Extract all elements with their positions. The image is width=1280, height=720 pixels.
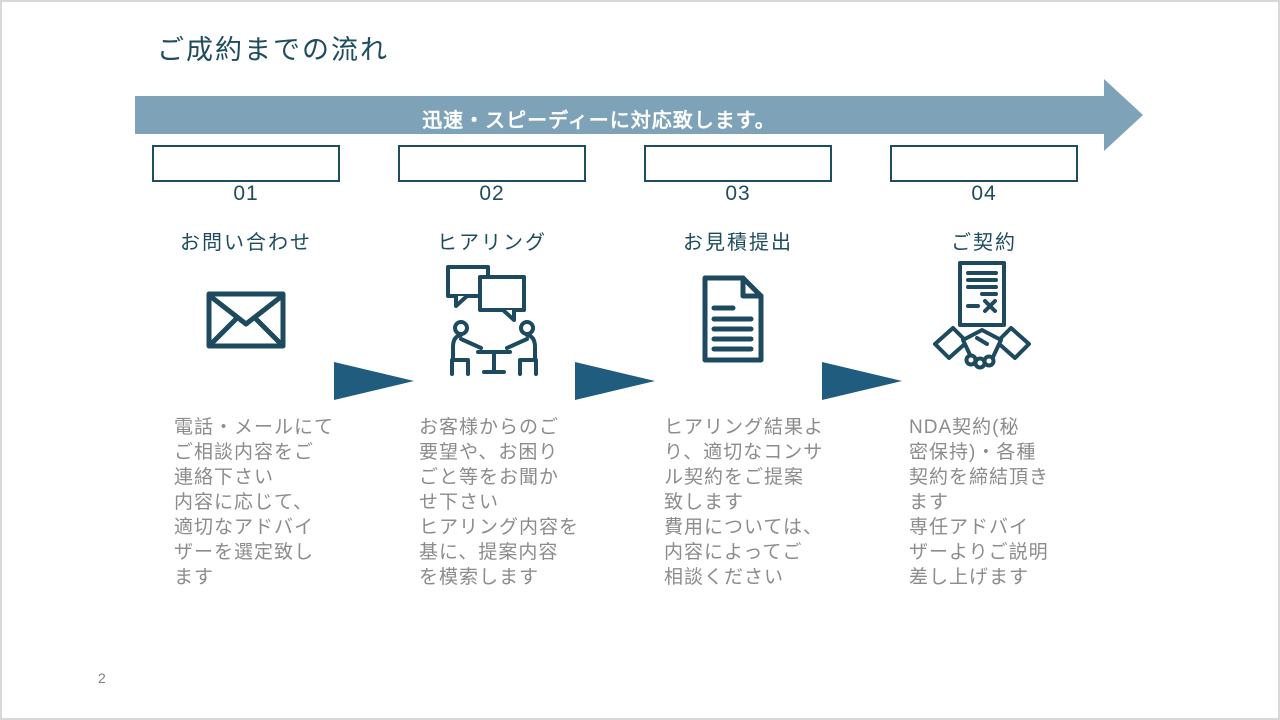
step-1-number: 01 bbox=[233, 182, 259, 205]
step-4-box bbox=[890, 145, 1078, 182]
banner-text: 迅速・スピーディーに対応致します。 bbox=[422, 110, 776, 132]
step-3-title: お見積提出 bbox=[683, 232, 793, 254]
step-1-title: お問い合わせ bbox=[180, 232, 312, 254]
next-step-arrow-icon bbox=[334, 362, 414, 400]
step-3-box bbox=[644, 145, 832, 182]
step-4-title: ご契約 bbox=[951, 232, 1017, 254]
meeting-icon bbox=[444, 264, 544, 381]
quote-document-icon bbox=[701, 274, 765, 369]
page-number: 2 bbox=[98, 670, 106, 686]
step-3-description: ヒアリング結果よ り、適切なコンサ ル契約をご提案 致します 費用については、 … bbox=[664, 417, 825, 588]
page-title: ご成約までの流れ bbox=[157, 35, 389, 65]
step-3-number: 03 bbox=[725, 182, 751, 205]
next-step-arrow-icon bbox=[822, 362, 902, 400]
step-2-box bbox=[398, 145, 586, 182]
step-2-number: 02 bbox=[479, 182, 505, 205]
timeline-arrow-head-icon bbox=[1104, 79, 1143, 151]
step-2-title: ヒアリング bbox=[437, 232, 547, 254]
next-step-arrow-icon bbox=[575, 362, 655, 400]
contract-handshake-icon bbox=[933, 260, 1031, 389]
envelope-icon bbox=[205, 291, 287, 354]
step-2-description: お客様からのご 要望や、お困り ごと等をお聞か せ下さい ヒアリング内容を 基に… bbox=[419, 417, 580, 588]
step-1-box bbox=[152, 145, 340, 182]
step-4-number: 04 bbox=[971, 182, 997, 205]
step-4-description: NDA契約(秘 密保持)・各種 契約を締結頂き ます 専任アドバイ ザーよりご説… bbox=[909, 417, 1050, 588]
timeline-arrow-body bbox=[135, 96, 1104, 134]
step-1-description: 電話・メールにて ご相談内容をご 連絡下さい 内容に応じて、 適切なアドバイ ザ… bbox=[174, 417, 335, 588]
